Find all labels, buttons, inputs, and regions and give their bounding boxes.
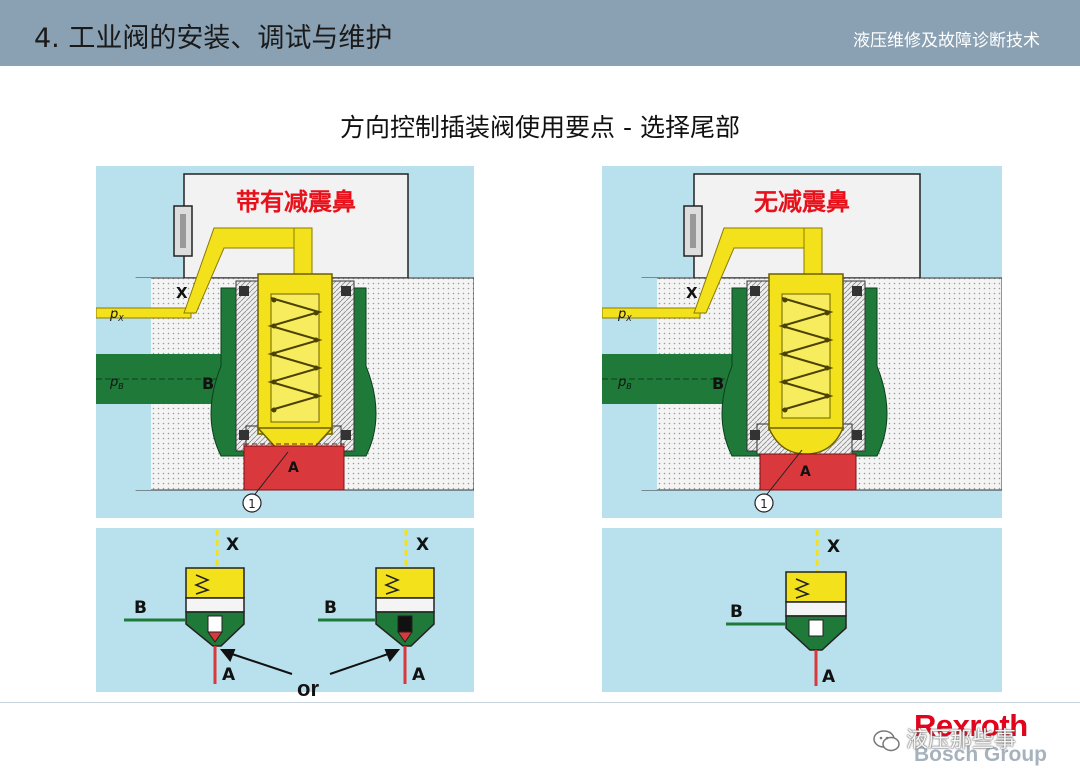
symbol-panel-right: X B A bbox=[602, 528, 1002, 692]
label-pb: pB bbox=[109, 375, 124, 391]
label-px: pX bbox=[617, 307, 632, 323]
label-port-a: A bbox=[288, 460, 299, 476]
brand-logo: Rexroth bbox=[914, 708, 1028, 743]
caption-with-damping: 带有减震鼻 bbox=[236, 187, 356, 216]
diagram-with-damping-nose: 1 带有减震鼻 X B A pX pB bbox=[96, 166, 474, 518]
label-pb: pB bbox=[617, 375, 632, 391]
caption-without-damping: 无减震鼻 bbox=[754, 187, 850, 216]
symbol-variant-1: X B A bbox=[124, 530, 245, 685]
spring-icon bbox=[794, 578, 811, 599]
sym2-label-b: B bbox=[324, 598, 337, 618]
sym1-label-a: A bbox=[222, 665, 236, 685]
label-port-a: A bbox=[800, 464, 811, 480]
port-a-channel bbox=[243, 445, 345, 491]
symbol-variant-2: X B A bbox=[318, 530, 435, 685]
or-arrows bbox=[219, 649, 401, 675]
label-px: pX bbox=[109, 307, 124, 323]
diagram-without-damping-nose: 1 无减震鼻 X B A pX pB bbox=[602, 166, 1002, 518]
spring-icon bbox=[267, 297, 323, 411]
or-label: or bbox=[297, 676, 319, 701]
spring-icon bbox=[194, 574, 211, 595]
sym2-label-a: A bbox=[412, 665, 426, 685]
label-port-b: B bbox=[712, 374, 724, 393]
header-title: 4. 工业阀的安装、调试与维护 bbox=[34, 23, 393, 54]
callout-1: 1 bbox=[760, 497, 768, 511]
footer-divider bbox=[0, 702, 1080, 703]
header-subtitle: 液压维修及故障诊断技术 bbox=[853, 31, 1040, 51]
sym3-label-x: X bbox=[827, 537, 840, 557]
spring-icon bbox=[778, 297, 834, 411]
label-port-x: X bbox=[686, 284, 698, 302]
symbol-panel-left: X B A X B A bbox=[96, 528, 474, 692]
spring-icon bbox=[384, 574, 401, 595]
sym1-label-x: X bbox=[226, 535, 239, 555]
watermark-text: 液压那些事 bbox=[906, 728, 1017, 753]
label-port-x: X bbox=[176, 284, 188, 302]
slide-title: 方向控制插装阀使用要点 - 选择尾部 bbox=[340, 113, 740, 142]
sym1-label-b: B bbox=[134, 598, 147, 618]
sym2-label-x: X bbox=[416, 535, 429, 555]
callout-1: 1 bbox=[248, 497, 256, 511]
group-logo: Bosch Group bbox=[914, 743, 1048, 766]
sym3-label-b: B bbox=[730, 602, 743, 622]
label-port-b: B bbox=[202, 374, 214, 393]
header-bar: 4. 工业阀的安装、调试与维护 液压维修及故障诊断技术 bbox=[0, 0, 1080, 66]
sym3-label-a: A bbox=[822, 667, 836, 687]
chat-bubble-icon bbox=[873, 730, 900, 752]
